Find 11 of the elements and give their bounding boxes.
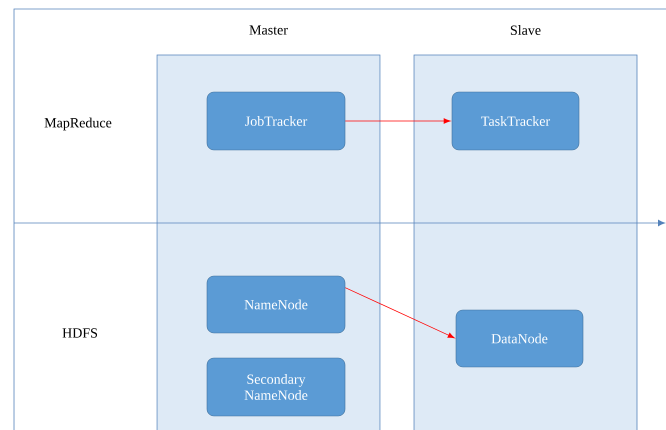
row-label: HDFS bbox=[62, 328, 98, 338]
row-label: MapReduce bbox=[44, 118, 112, 130]
arrow bbox=[344, 118, 450, 124]
node-label: Master bbox=[249, 25, 288, 35]
arrow bbox=[447, 332, 455, 338]
process-box: DataNode bbox=[456, 310, 584, 368]
process-box: Secondary NameNode bbox=[206, 358, 346, 416]
process-box: TaskTracker bbox=[452, 92, 580, 150]
node-label: Slave bbox=[510, 25, 541, 35]
process-box: NameNode bbox=[206, 276, 346, 334]
process-box: JobTracker bbox=[206, 92, 346, 150]
